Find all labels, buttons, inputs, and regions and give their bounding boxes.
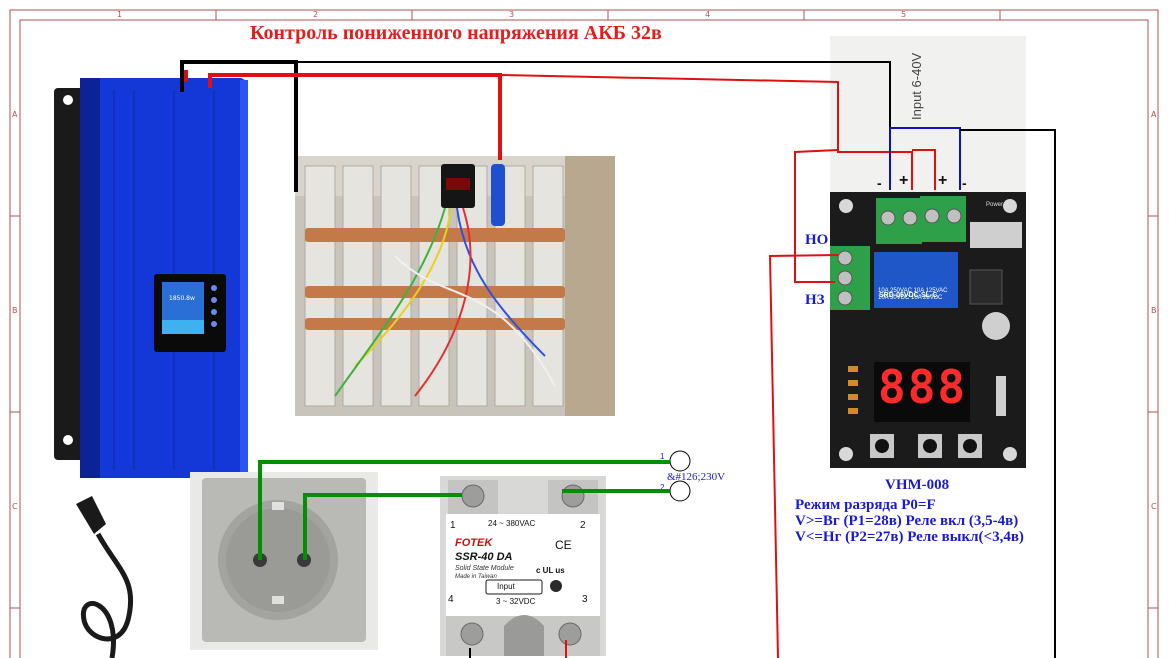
- inverter-display: 1850.8w: [169, 295, 195, 302]
- ssr-ce-mark: CE: [555, 538, 572, 552]
- voltmeter-display: 888: [878, 360, 968, 414]
- ssr-pin-4: 4: [448, 594, 454, 605]
- module-model-label: VHM-008: [885, 477, 950, 493]
- battery-pack-photo: [295, 156, 615, 416]
- lower-threshold-description: V<=Нг (P2=27в) Реле выкл(<3,4в): [795, 529, 1024, 545]
- ruler-row-c-left: C: [12, 502, 18, 511]
- ssr-dc-range: 3 ~ 32VDC: [496, 597, 536, 606]
- label-normally-open: НО: [805, 232, 829, 248]
- ssr-ac-range: 24 ~ 380VAC: [488, 519, 536, 528]
- upper-threshold-description: V>=Вг (P1=28в) Реле вкл (3,5-4в): [795, 513, 1019, 529]
- ruler-row-c-right: C: [1151, 502, 1157, 511]
- ruler-row-b-right: B: [1151, 306, 1157, 315]
- diagram-title: Контроль пониженного напряжения АКБ 32в: [250, 22, 662, 44]
- module-power-label: Power: [986, 202, 1004, 208]
- ssr-input-label: Input: [497, 582, 515, 591]
- terminal-plus-1: +: [899, 172, 909, 189]
- ruler-col-1: 1: [117, 10, 123, 19]
- power-cord: [76, 496, 134, 658]
- ssr-pin-1: 1: [450, 520, 456, 531]
- terminal-minus-1: -: [877, 175, 882, 191]
- ruler-col-2: 2: [313, 10, 319, 19]
- connector-pin-1: 1: [660, 452, 665, 461]
- grid-tie-inverter: [44, 70, 252, 488]
- label-normally-closed: НЗ: [805, 292, 825, 308]
- ruler-row-a-left: A: [12, 110, 18, 119]
- relay-model: SRD-05VDC-SL-C: [879, 292, 938, 299]
- ruler-col-4: 4: [705, 10, 711, 19]
- ruler-row-a-right: A: [1151, 110, 1157, 119]
- mode-description: Режим разряда P0=F: [795, 497, 936, 513]
- ssr-pin-2: 2: [580, 520, 586, 531]
- relay-spec-1: 10A 250VAC 10A 125VAC: [878, 288, 948, 294]
- ruler-col-5: 5: [901, 10, 907, 19]
- connector-pin-2: 2: [660, 483, 665, 492]
- ssr-brand: FOTEK: [455, 537, 493, 549]
- vhm-008-module-photo: [830, 36, 1026, 468]
- ssr-pin-3: 3: [582, 594, 588, 605]
- ssr-ul-mark: c UL us: [536, 566, 565, 575]
- wall-socket-photo: [190, 472, 378, 650]
- ssr-made-in: Made in Taiwan: [455, 574, 497, 580]
- relay-spec-2: 10A 30VDC 10A 28VDC: [878, 295, 943, 301]
- ruler-row-b-left: B: [12, 306, 18, 315]
- ssr-model: SSR-40 DA: [455, 551, 513, 563]
- ruler-col-3: 3: [509, 10, 515, 19]
- connector-voltage-label: &#126;230V: [667, 471, 726, 483]
- terminal-minus-2: -: [962, 175, 967, 191]
- ssr-subtitle: Solid State Module: [455, 565, 514, 572]
- terminal-plus-2: +: [938, 172, 948, 189]
